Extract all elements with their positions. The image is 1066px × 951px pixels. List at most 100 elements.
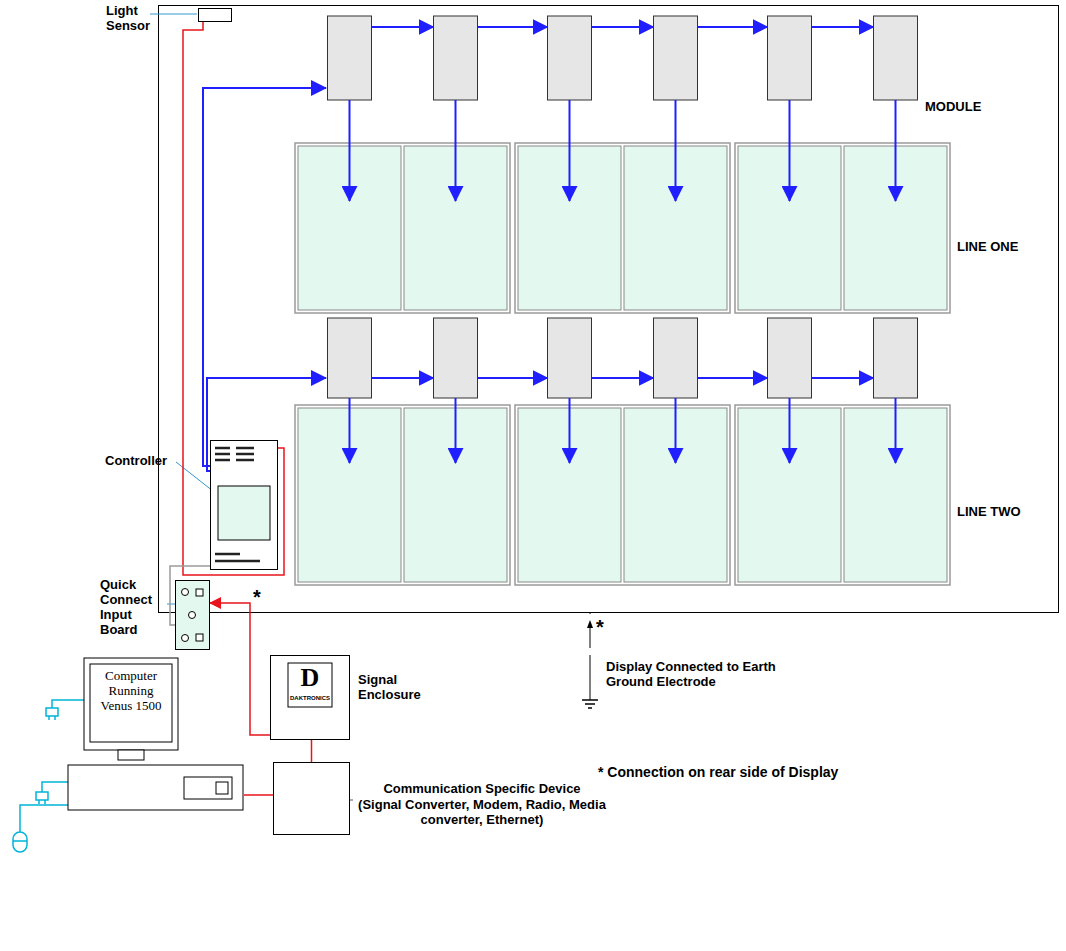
node-label: Communication Specific Device xyxy=(357,782,607,797)
panel-frame xyxy=(515,405,730,585)
connector-strip xyxy=(215,453,230,456)
module-chain-arrow xyxy=(478,377,548,379)
sensor-body xyxy=(199,9,232,22)
module-feed-arrow xyxy=(455,398,457,463)
enclosure-body xyxy=(271,656,350,740)
node-shape xyxy=(273,762,350,835)
module-feed-arrow xyxy=(569,100,571,201)
input-board xyxy=(176,581,210,650)
ground-symbol xyxy=(588,707,592,709)
communication-device: Communication Specific Device(Signal Con… xyxy=(273,762,350,835)
node-label: D xyxy=(290,665,330,691)
power-plug xyxy=(46,708,58,720)
module-chain-arrow xyxy=(698,377,768,379)
module-chain-arrow xyxy=(592,26,654,28)
terminal xyxy=(196,634,203,641)
monitor-stand xyxy=(118,750,144,760)
connector-strip xyxy=(215,553,240,556)
disk-slot xyxy=(216,782,228,794)
connector-strip xyxy=(236,453,254,456)
module-box xyxy=(874,318,918,398)
module-feed-arrow xyxy=(789,100,791,201)
callout-label: * xyxy=(253,586,261,609)
quick-connect-board: Quick Connect Input Board xyxy=(175,580,210,650)
signal-wire xyxy=(311,740,313,762)
monitor-bezel xyxy=(84,658,178,750)
module-box xyxy=(328,318,372,398)
display-outline xyxy=(159,6,1059,613)
leader-line xyxy=(150,14,197,15)
node-shape xyxy=(210,440,278,570)
callout-label: LINE TWO xyxy=(957,505,1021,520)
terminal xyxy=(182,589,189,596)
ground-wire xyxy=(590,612,591,614)
power-cord xyxy=(42,782,68,792)
module-chain-arrow xyxy=(372,377,434,379)
mouse-icon xyxy=(13,840,27,842)
module-box xyxy=(434,16,478,100)
computer: Computer Running Venus 1500 xyxy=(66,655,244,815)
terminal xyxy=(189,612,196,619)
monitor-screen xyxy=(90,664,172,742)
terminal xyxy=(196,589,203,596)
module-chain-arrow xyxy=(372,26,434,28)
connector-strip xyxy=(236,447,254,450)
module-box xyxy=(654,318,698,398)
signal-wire xyxy=(244,794,273,796)
module-chain-arrow xyxy=(592,377,654,379)
module-box xyxy=(874,16,918,100)
callout-label: LINE ONE xyxy=(957,240,1018,255)
panel-frame xyxy=(735,405,950,585)
module-feed-arrow xyxy=(349,100,351,201)
module-box xyxy=(768,318,812,398)
module-feed-arrow xyxy=(349,398,351,463)
connector-strip xyxy=(215,459,230,462)
node-label: Quick Connect Input Board xyxy=(100,578,164,638)
connector-strip xyxy=(215,447,230,450)
ground-symbol xyxy=(585,703,595,705)
connector-strip xyxy=(215,560,260,563)
signal-wire xyxy=(210,603,270,735)
disk-drive xyxy=(184,777,232,799)
module-feed-arrow xyxy=(675,398,677,463)
panel-frame xyxy=(515,143,730,313)
panel-frame xyxy=(735,143,950,313)
connector-strip xyxy=(236,459,254,462)
controller-board xyxy=(218,486,270,540)
node-label: (Signal Converter, Modem, Radio, Media c… xyxy=(357,798,607,828)
callout-label: * xyxy=(596,616,604,639)
module-feed-arrow xyxy=(789,398,791,463)
panel-frame xyxy=(295,405,510,585)
computer-case xyxy=(68,765,243,810)
ground-arrow-head xyxy=(587,620,593,628)
callout-label: Display Connected to Earth Ground Electr… xyxy=(606,660,781,690)
module-box xyxy=(548,16,592,100)
module-feed-arrow xyxy=(895,398,897,463)
signal-wire xyxy=(183,22,284,575)
node-shape xyxy=(198,8,232,22)
callout-label: MODULE xyxy=(925,100,981,115)
power-plug xyxy=(36,792,48,804)
ground-wire xyxy=(590,655,591,700)
power-cord xyxy=(52,700,84,708)
module-chain-arrow xyxy=(812,377,874,379)
node-label: DAKTRONICS xyxy=(288,695,332,702)
mouse-icon xyxy=(13,832,27,852)
terminal xyxy=(182,635,189,642)
module-chain-arrow xyxy=(812,26,874,28)
signal-enclosure: DDAKTRONICSSignal Enclosure xyxy=(270,655,350,740)
controller-body xyxy=(211,441,278,570)
module-box xyxy=(328,16,372,100)
node-label: Signal Enclosure xyxy=(358,673,448,703)
module-chain-arrow xyxy=(698,26,768,28)
logo-frame xyxy=(288,663,332,707)
module-feed-arrow xyxy=(455,100,457,201)
node-label: Light Sensor xyxy=(106,4,168,34)
callout-label: * Connection on rear side of Display xyxy=(598,764,838,780)
ground-symbol xyxy=(582,699,598,701)
module-box xyxy=(768,16,812,100)
module-box xyxy=(434,318,478,398)
module-feed-arrow xyxy=(675,100,677,201)
controller: Controller xyxy=(210,440,278,570)
